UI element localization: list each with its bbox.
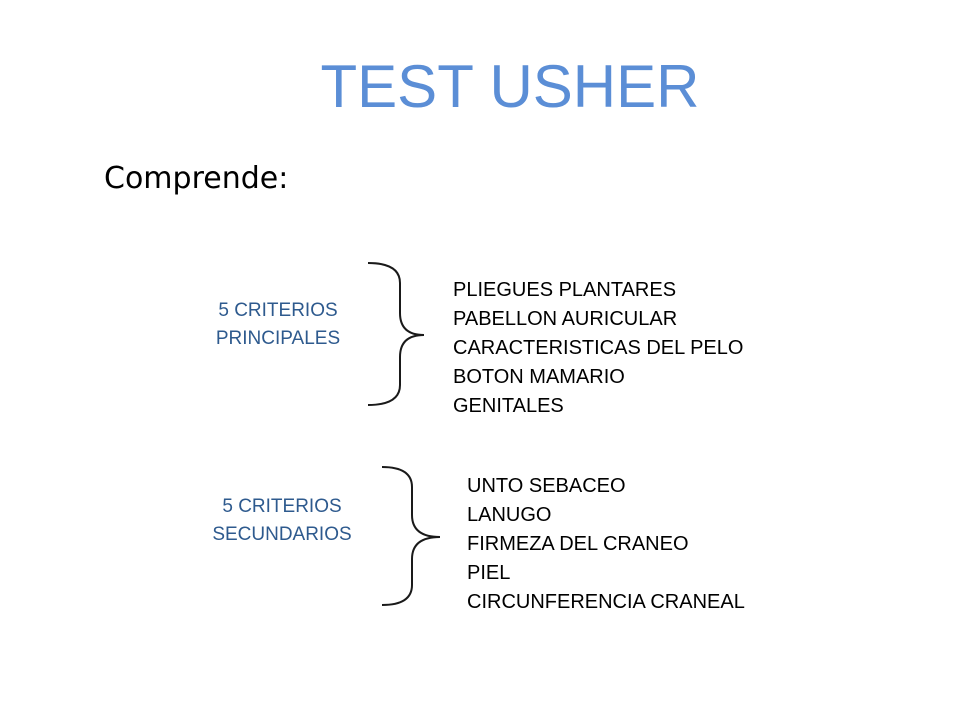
secundarios-label-line1: 5 CRITERIOS bbox=[222, 496, 342, 517]
principales-label-line2: PRINCIPALES bbox=[215, 328, 341, 349]
list-item: GENITALES bbox=[453, 395, 564, 417]
secundarios-label: 5 CRITERIOS SECUNDARIOS bbox=[172, 493, 392, 549]
slide-subtitle: Comprende: bbox=[104, 161, 289, 196]
principales-list: PLIEGUES PLANTARES PABELLON AURICULAR CA… bbox=[453, 276, 743, 421]
list-item: CIRCUNFERENCIA CRANEAL bbox=[467, 591, 745, 613]
list-item: PLIEGUES PLANTARES bbox=[453, 279, 677, 301]
list-item: UNTO SEBACEO bbox=[467, 475, 626, 497]
secundarios-brace bbox=[381, 466, 441, 606]
list-item: CARACTERISTICAS DEL PELO bbox=[453, 337, 744, 359]
principales-brace bbox=[367, 262, 425, 406]
principales-label: 5 CRITERIOS PRINCIPALES bbox=[168, 297, 388, 353]
secundarios-label-line2: SECUNDARIOS bbox=[212, 524, 352, 545]
secundarios-list: UNTO SEBACEO LANUGO FIRMEZA DEL CRANEO P… bbox=[467, 472, 745, 617]
list-item: PABELLON AURICULAR bbox=[453, 308, 678, 330]
list-item: BOTON MAMARIO bbox=[453, 366, 625, 388]
list-item: PIEL bbox=[467, 562, 511, 584]
list-item: LANUGO bbox=[467, 504, 552, 526]
list-item: FIRMEZA DEL CRANEO bbox=[467, 533, 689, 555]
principales-label-line1: 5 CRITERIOS bbox=[218, 300, 338, 321]
slide-title: TEST USHER bbox=[320, 53, 700, 120]
